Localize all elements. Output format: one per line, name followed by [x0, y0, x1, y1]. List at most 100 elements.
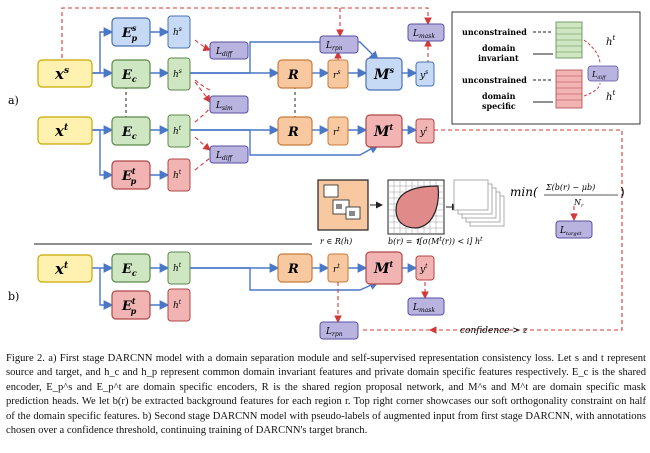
svg-text:ht: ht: [606, 89, 615, 103]
panel-a-vertical-dashes: [125, 86, 296, 117]
svg-text:Lrpn: Lrpn: [325, 41, 343, 52]
svg-text:R: R: [287, 68, 299, 83]
svg-text:ht: ht: [173, 262, 182, 274]
panel-b-loss-links: [334, 282, 430, 331]
svg-text:min(: min(: [510, 185, 538, 199]
output-yt-b: yt: [415, 255, 435, 281]
feature-hps: hs: [167, 15, 191, 49]
orthogonality-legend: unconstrained domain invariant ht uncons…: [451, 11, 641, 125]
svg-text:Lmask: Lmask: [412, 29, 435, 40]
mask-head-Ms: Ms: [365, 57, 403, 91]
feature-hct: ht: [167, 114, 191, 148]
svg-text:): ): [620, 185, 625, 199]
svg-text:unconstrained: unconstrained: [462, 75, 527, 85]
svg-text:specific: specific: [482, 101, 516, 111]
svg-text:unconstrained: unconstrained: [462, 27, 527, 37]
loss-sim: Lsim: [209, 95, 249, 114]
feature-hpt: ht: [167, 158, 191, 192]
svg-text:Ldiff: Ldiff: [591, 70, 607, 81]
target-input-xt: xt: [37, 116, 93, 145]
svg-text:rt: rt: [333, 126, 340, 138]
roi-label: r ∈ R(h): [320, 237, 352, 246]
svg-text:Σ(b(r) − μb): Σ(b(r) − μb): [545, 183, 595, 192]
svg-text:Ec: Ec: [121, 68, 137, 84]
roi-rs: rs: [327, 59, 349, 89]
panel-a-label: a): [8, 94, 19, 107]
loss-mask-b: Lmask: [407, 297, 445, 316]
mask-grid: [387, 179, 459, 235]
confidence-label: confidence > z: [460, 326, 528, 336]
feature-hct-b: ht: [167, 251, 191, 285]
source-input-xs: xs: [37, 59, 93, 88]
svg-text:hs: hs: [173, 68, 182, 80]
svg-text:Esp: Esp: [121, 23, 137, 43]
svg-text:Ec: Ec: [121, 262, 137, 278]
loss-diff-target: Ldiff: [209, 145, 249, 164]
svg-text:hs: hs: [173, 26, 182, 38]
svg-text:Nr: Nr: [573, 198, 584, 209]
svg-text:Ms: Ms: [373, 65, 395, 83]
svg-text:Lsim: Lsim: [215, 101, 233, 112]
svg-text:xs: xs: [54, 65, 69, 83]
svg-text:ys: ys: [419, 69, 428, 81]
feature-hpt-b: ht: [167, 288, 191, 322]
svg-text:domain: domain: [482, 91, 516, 101]
svg-text:ht: ht: [173, 299, 182, 311]
legend-hc-stack: [555, 21, 583, 59]
loss-diff-source: Ldiff: [209, 41, 249, 60]
encoder-Ec-target: Ec: [111, 116, 151, 146]
panel-a-flow-lines: [92, 27, 418, 180]
loss-mask-a: Lmask: [407, 23, 445, 42]
svg-text:rt: rt: [333, 263, 340, 275]
rpn-R-target: R: [277, 116, 313, 146]
svg-text:Mt: Mt: [373, 122, 394, 140]
loss-rpn-a: Lrpn: [319, 35, 359, 54]
mask-head-Mt-b: Mt: [365, 251, 403, 285]
svg-text:Lmask: Lmask: [412, 303, 435, 314]
svg-text:Lrpn: Lrpn: [325, 327, 343, 338]
encoder-Ec-source: Ec: [111, 59, 151, 89]
svg-text:yt: yt: [419, 126, 428, 138]
mask-head-Mt: Mt: [365, 114, 403, 148]
loss-target: Ltarget: [555, 220, 593, 239]
svg-text:Ltarget: Ltarget: [559, 226, 583, 237]
svg-text:xt: xt: [54, 122, 69, 140]
svg-text:Etp: Etp: [121, 166, 137, 186]
legend-hp-stack: [555, 69, 583, 109]
svg-text:yt: yt: [419, 263, 428, 275]
svg-text:Ec: Ec: [121, 125, 137, 141]
svg-text:Ldiff: Ldiff: [215, 47, 234, 58]
svg-text:rs: rs: [333, 69, 340, 81]
figure-caption: Figure 2. a) First stage DARCNN model wi…: [6, 353, 646, 437]
target-input-xt-b: xt: [37, 254, 93, 283]
svg-text:Etp: Etp: [121, 296, 137, 316]
legend-loss-diff: Ldiff: [587, 65, 619, 82]
br-formula: b(r) = 𝟏[σ(Mt(r)) < i] ht: [388, 236, 483, 246]
target-min-formula: min( Σ(b(r) − μb) Nr ): [510, 183, 625, 209]
svg-text:ht: ht: [173, 125, 182, 137]
svg-text:Ldiff: Ldiff: [215, 151, 234, 162]
svg-text:R: R: [287, 262, 299, 277]
output-ys: ys: [415, 61, 435, 87]
feature-hcs: hs: [167, 57, 191, 91]
svg-text:xt: xt: [54, 260, 69, 278]
panel-b-label: b): [8, 290, 19, 303]
rpn-R-b: R: [277, 253, 313, 283]
panel-a-loss-links: [61, 7, 623, 334]
svg-text:Mt: Mt: [373, 259, 394, 277]
svg-text:invariant: invariant: [478, 53, 519, 63]
loss-rpn-b: Lrpn: [319, 321, 359, 340]
svg-text:R: R: [287, 125, 299, 140]
svg-text:domain: domain: [482, 43, 516, 53]
encoder-Ec-b: Ec: [111, 253, 151, 283]
roi-rt-b: rt: [327, 253, 349, 283]
background-feature-stack: [453, 179, 505, 227]
output-yt: yt: [415, 118, 435, 144]
svg-text:ht: ht: [173, 169, 182, 181]
roi-rt: rt: [327, 116, 349, 146]
panel-b-flow-lines: [92, 263, 418, 310]
